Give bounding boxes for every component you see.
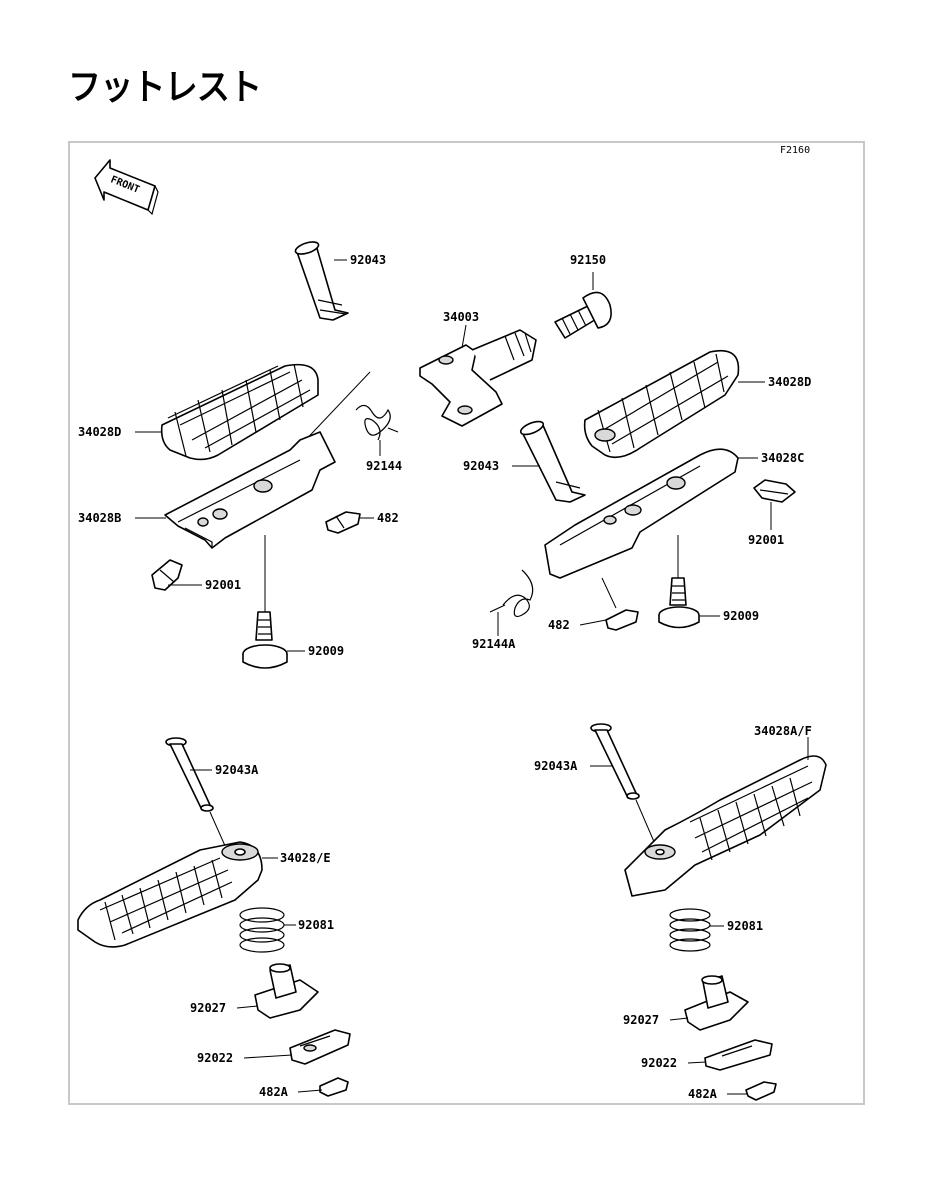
label-92144: 92144 (366, 459, 402, 473)
spring-92144 (355, 404, 399, 441)
plate-92027-left (254, 963, 319, 1019)
footrest-rubber-34028D-right (583, 350, 740, 459)
label-92144A: 92144A (472, 637, 516, 651)
plate-92022-right (704, 1039, 773, 1071)
bolt-92001-right (753, 479, 796, 503)
footrest-34028AF (624, 755, 827, 897)
label-34028B: 34028B (78, 511, 121, 525)
bolt-92009-right (658, 577, 700, 629)
label-92009-left: 92009 (308, 644, 344, 658)
label-92001-right: 92001 (748, 533, 784, 547)
label-482A-right: 482A (688, 1087, 718, 1101)
label-482A-left: 482A (259, 1085, 289, 1099)
label-34028C: 34028C (761, 451, 804, 465)
label-92022-right: 92022 (641, 1056, 677, 1070)
pin-92150 (554, 291, 612, 339)
bracket-34028C (544, 448, 739, 579)
bracket-34028B (164, 431, 336, 549)
label-92043A-right: 92043A (534, 759, 578, 773)
front-arrow-icon: FRONT (94, 159, 159, 216)
label-92081-left: 92081 (298, 918, 334, 932)
label-34028AF: 34028A/F (754, 724, 812, 738)
label-92043A-left: 92043A (215, 763, 259, 777)
bracket-34003 (419, 329, 537, 427)
plate-92027-right (684, 975, 749, 1031)
footrest-34028E (77, 841, 263, 948)
label-482-right: 482 (548, 618, 570, 632)
pin-92043A-right (590, 723, 640, 800)
label-34003: 34003 (443, 310, 479, 324)
label-92043-right: 92043 (463, 459, 499, 473)
washer-482A-left (319, 1077, 349, 1097)
label-34028E: 34028/E (280, 851, 331, 865)
pin-92043-left (294, 241, 349, 321)
label-92009-right: 92009 (723, 609, 759, 623)
bolt-92001-left (151, 559, 183, 591)
pin-92043A-left (165, 737, 214, 812)
label-92081-right: 92081 (727, 919, 763, 933)
diagram-frame (68, 141, 865, 1105)
plate-92022-left (289, 1029, 351, 1065)
figure-code: F2160 (780, 145, 810, 156)
label-92027-left: 92027 (190, 1001, 226, 1015)
spring-92144A (489, 569, 534, 618)
washer-482A-right (745, 1081, 777, 1101)
label-92150: 92150 (570, 253, 606, 267)
label-92022-left: 92022 (197, 1051, 233, 1065)
spring-92081-left (239, 907, 285, 953)
footrest-rubber-34028D-left (160, 363, 319, 461)
label-482-left: 482 (377, 511, 399, 525)
bolt-92009-left (242, 611, 288, 669)
washer-482-right (605, 609, 639, 631)
label-92043-left: 92043 (350, 253, 386, 267)
leader-lines (135, 259, 809, 1095)
pin-92043-right (519, 420, 586, 503)
spring-92081-right (669, 908, 711, 952)
label-92027-right: 92027 (623, 1013, 659, 1027)
label-92001-left: 92001 (205, 578, 241, 592)
label-34028D-left: 34028D (78, 425, 121, 439)
washer-482-left (325, 511, 361, 534)
page-title: フットレスト (68, 67, 262, 108)
label-34028D-right: 34028D (768, 375, 811, 389)
